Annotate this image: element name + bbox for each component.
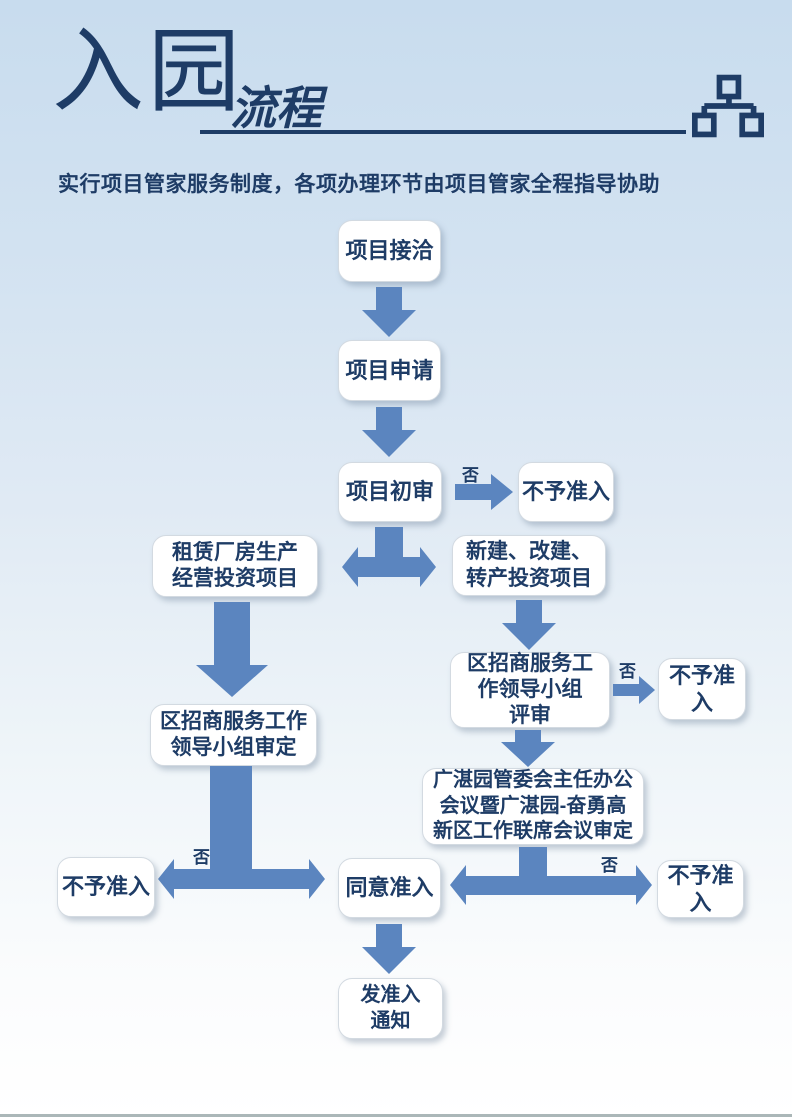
node-deny-right: 不予准入 (657, 860, 744, 918)
node-new-build-project: 新建、改建、 转产投资项目 (452, 535, 606, 596)
arrow-group-review-to-joint-meeting (501, 730, 555, 767)
arrow-newbuild-to-group-review (502, 600, 556, 650)
node-initial-review: 项目初审 (338, 462, 442, 522)
arrow-lease-to-group-approve (196, 602, 268, 697)
page-title: 入园 (52, 18, 245, 125)
arrow-review-to-deny-top (455, 474, 513, 510)
arrow-group-review-to-deny-mid (613, 676, 655, 704)
org-chart-icon (692, 74, 764, 138)
node-deny-mid: 不予准入 (658, 658, 746, 720)
node-joint-meeting: 广湛园管委会主任办公 会议暨广湛园-奋勇高 新区工作联席会议审定 (422, 768, 644, 845)
node-project-apply: 项目申请 (338, 340, 441, 401)
title-underline (200, 130, 686, 134)
no-label-initial-review: 否 (462, 466, 479, 485)
bottom-divider (0, 1114, 792, 1117)
node-project-contact: 项目接洽 (338, 220, 441, 282)
subtitle: 实行项目管家服务制度，各项办理环节由项目管家全程指导协助 (58, 173, 660, 196)
arrow-apply-to-review (362, 407, 416, 457)
arrow-approve-to-notice (362, 924, 416, 974)
node-approve: 同意准入 (338, 858, 441, 918)
arrow-contact-to-apply (362, 287, 416, 337)
node-notice: 发准入 通知 (338, 978, 443, 1039)
node-deny-top: 不予准入 (518, 462, 614, 522)
page-title-suffix: 流程 (230, 81, 322, 135)
node-deny-left: 不予准入 (57, 857, 155, 917)
arrow-joint-meeting-split (450, 847, 652, 905)
node-group-review: 区招商服务工 作领导小组 评审 (450, 652, 610, 728)
node-lease-project: 租赁厂房生产 经营投资项目 (152, 535, 318, 597)
no-label-joint-meeting: 否 (601, 856, 618, 875)
no-label-group-review: 否 (619, 662, 636, 681)
no-label-group-approve: 否 (193, 848, 210, 867)
arrow-split-left-right (342, 527, 436, 587)
node-group-approve: 区招商服务工作 领导小组审定 (150, 704, 317, 766)
arrow-group-approve-split (158, 766, 325, 899)
